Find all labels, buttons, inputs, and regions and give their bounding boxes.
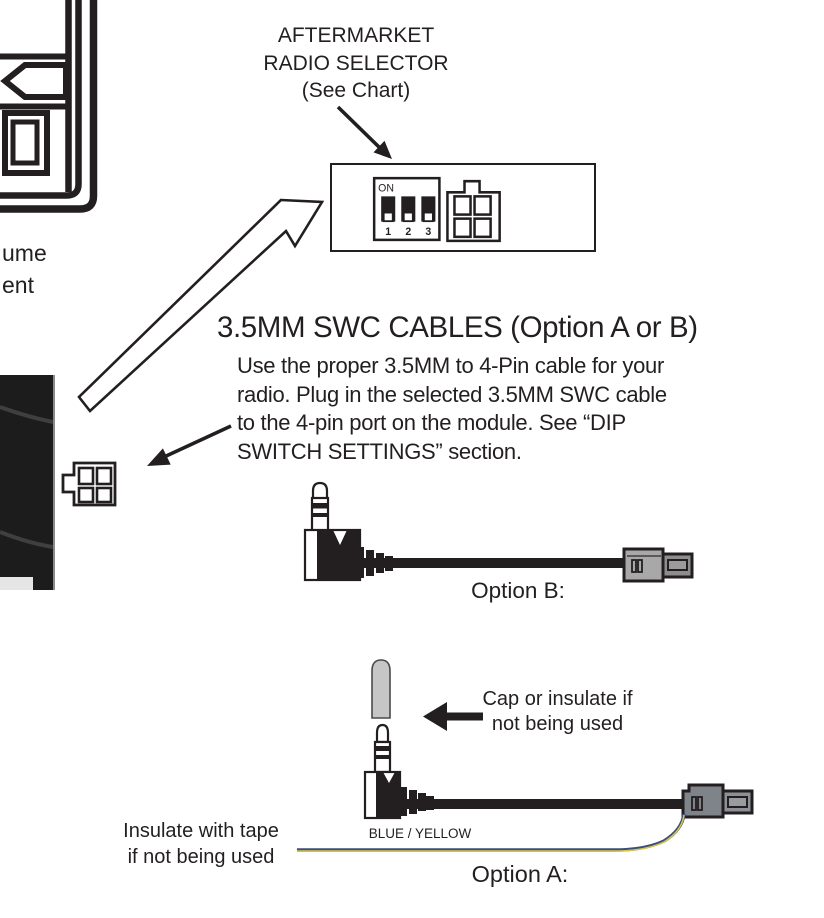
- b-four-pin-plug-icon: [622, 547, 694, 583]
- adjustment-truncated-text: ent: [2, 272, 34, 298]
- b-plug-3-5mm-icon: [303, 481, 393, 582]
- cap-pointer-arrow: [423, 702, 483, 731]
- swc-body-line-3: to the 4-pin port on the module. See “DI…: [237, 410, 626, 436]
- four-pin-pointer-arrow: [147, 424, 232, 466]
- a-cable: [432, 799, 683, 809]
- callout-line-2: RADIO SELECTOR: [263, 51, 449, 75]
- radio-selector-module-box: ON 1 2 3: [330, 163, 596, 252]
- dip-on-label: ON: [378, 182, 394, 194]
- swc-section-heading: 3.5MM SWC CABLES (Option A or B): [217, 311, 698, 344]
- dip-switch-2-label: 2: [405, 226, 411, 238]
- module-photo: [0, 375, 55, 590]
- selector-callout: AFTERMARKET RADIO SELECTOR (See Chart): [256, 22, 456, 105]
- see-chart-arrow: [336, 105, 392, 159]
- dip-switch-icon: ON 1 2 3: [372, 176, 441, 242]
- a-four-pin-plug-icon: [681, 783, 754, 819]
- b-cable: [390, 558, 625, 568]
- callout-line-1: AFTERMARKET: [277, 24, 435, 47]
- dip-switch-1-label: 1: [385, 226, 391, 238]
- swc-body-line-1: Use the proper 3.5MM to 4-Pin cable for …: [237, 353, 665, 378]
- tape-note-line-1: Insulate with tape: [123, 820, 279, 842]
- a-plug-3-5mm-icon: [363, 723, 434, 820]
- option-b-cable-illustration: [303, 481, 694, 583]
- dip-switch-3-label: 3: [425, 226, 431, 238]
- swc-section-body: Use the proper 3.5MM to 4-Pin cable for …: [237, 352, 667, 467]
- cap-note-line-2: not being used: [491, 713, 624, 735]
- tape-note: Insulate with tape if not being used: [105, 819, 297, 870]
- cap-icon: [371, 659, 391, 719]
- wire-color-label: BLUE / YELLOW: [368, 826, 472, 841]
- tape-note-line-2: if not being used: [127, 845, 275, 868]
- volume-truncated-text: ume: [2, 240, 47, 266]
- cap-note-line-1: Cap or insulate if: [482, 688, 633, 710]
- four-pin-port-icon: [446, 179, 501, 243]
- module-label-area: [0, 577, 33, 590]
- big-hollow-arrow: [77, 198, 325, 413]
- swc-body-line-4: SWITCH SETTINGS” section.: [237, 439, 522, 465]
- option-b-label: Option B:: [471, 578, 565, 603]
- blue-yellow-wire: [297, 813, 686, 852]
- steering-control-outline: [0, 0, 98, 213]
- option-a-label: Option A:: [471, 861, 569, 887]
- callout-line-3: (See Chart): [301, 79, 411, 102]
- cap-note: Cap or insulate if not being used: [455, 687, 660, 737]
- swc-body-line-2: radio. Plug in the selected 3.5MM SWC ca…: [237, 381, 667, 407]
- option-a-cable-illustration: [297, 659, 754, 852]
- module-four-pin-connector-icon: [61, 461, 117, 507]
- left-arrow-button-icon: [0, 62, 69, 100]
